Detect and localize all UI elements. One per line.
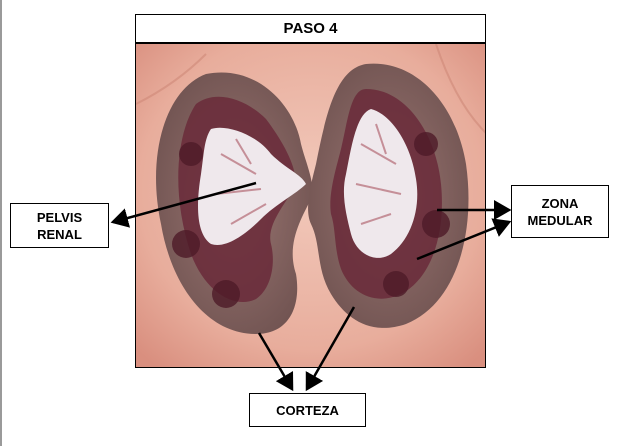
label-pelvis-renal: PELVIS RENAL xyxy=(10,203,109,248)
left-edge-rule xyxy=(0,0,2,446)
step-title: PASO 4 xyxy=(135,14,486,43)
kidney-photo xyxy=(135,43,486,368)
label-corteza: CORTEZA xyxy=(249,393,366,427)
kidney-section-illustration xyxy=(136,44,485,367)
label-zona-medular: ZONA MEDULAR xyxy=(511,185,609,238)
zona-line-2: MEDULAR xyxy=(527,212,593,228)
pelvis-line-1: PELVIS xyxy=(36,209,83,225)
pelvis-line-2: RENAL xyxy=(37,226,82,242)
zona-line-1: ZONA xyxy=(541,195,579,211)
corteza-text: CORTEZA xyxy=(276,402,339,418)
step-title-text: PASO 4 xyxy=(283,20,338,37)
